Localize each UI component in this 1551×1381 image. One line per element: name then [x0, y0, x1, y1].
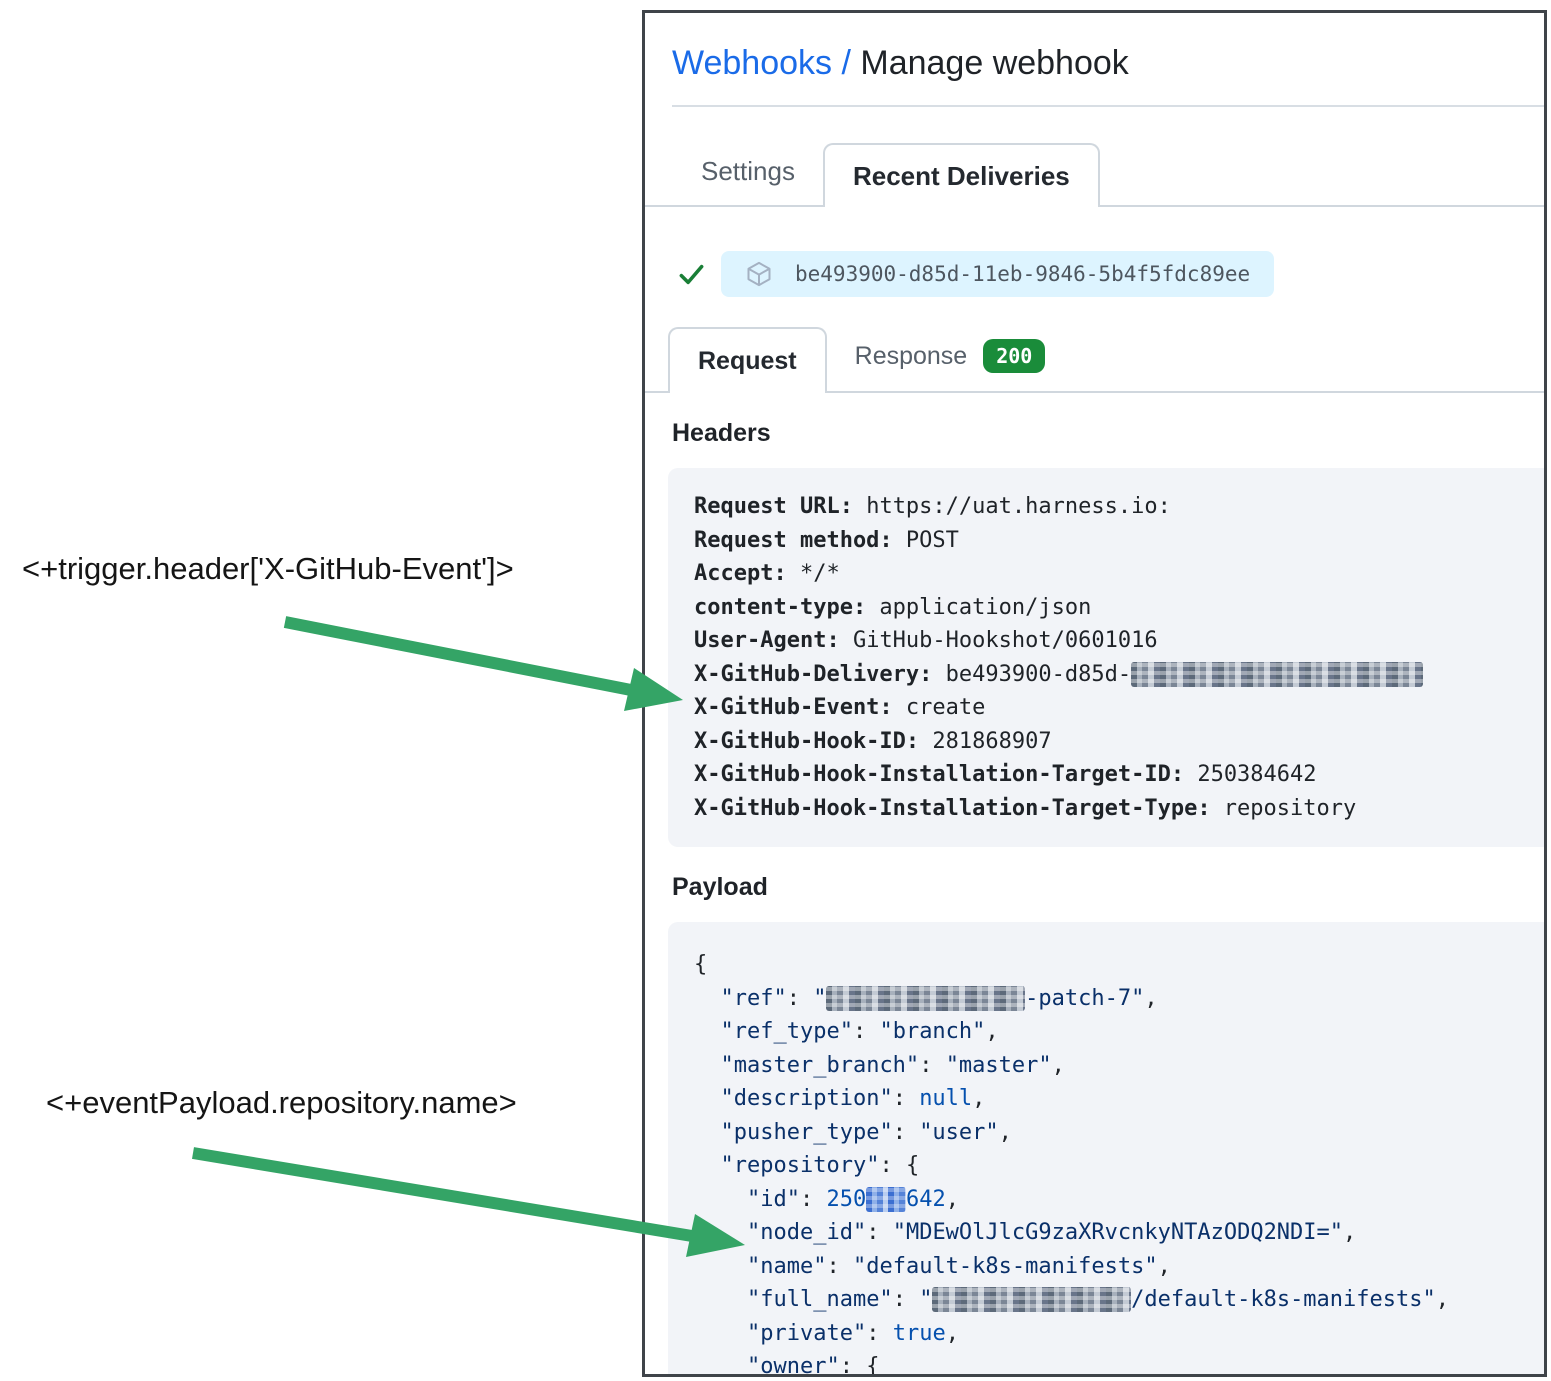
code-line: Accept: */* — [694, 561, 840, 586]
tab-response[interactable]: Response 200 — [827, 321, 1074, 391]
code-line: { — [694, 952, 708, 977]
headers-section-title: Headers — [672, 419, 771, 447]
payload-section-title: Payload — [672, 873, 768, 901]
package-icon — [747, 261, 771, 287]
code-line: "ref": " -patch-7", — [720, 985, 1158, 1011]
request-response-tabnav: Request Response 200 — [645, 325, 1544, 393]
delivery-row: be493900-d85d-11eb-9846-5b4f5fdc89ee — [678, 251, 1544, 297]
tab-recent-deliveries[interactable]: Recent Deliveries — [822, 143, 1100, 207]
code-line: content-type: application/json — [694, 594, 1092, 620]
payload-code-block: { "ref": " -patch-7", "ref_type": "branc… — [668, 922, 1544, 1377]
delivery-guid-pill[interactable]: be493900-d85d-11eb-9846-5b4f5fdc89ee — [721, 251, 1275, 297]
page-title: Webhooks / Manage webhook — [672, 43, 1544, 83]
headers-code-block: Request URL: https://uat.harness.io: Requ… — [668, 468, 1544, 847]
page-title-current: Manage webhook — [860, 44, 1129, 82]
code-line: X-GitHub-Hook-Installation-Target-Type: … — [694, 795, 1357, 821]
code-line: "repository": { — [720, 1153, 920, 1178]
tab-settings[interactable]: Settings — [701, 156, 795, 186]
response-status-badge: 200 — [983, 339, 1046, 373]
title-divider — [672, 105, 1544, 107]
webhook-panel: Webhooks / Manage webhook Settings Recen… — [642, 10, 1547, 1377]
code-line: "full_name": " /default-k8s-manifests", — [746, 1287, 1450, 1312]
code-line: "name": "default-k8s-manifests", — [746, 1253, 1171, 1279]
code-line: Request URL: https://uat.harness.io: — [694, 494, 1171, 519]
arrow-to-github-event-icon — [283, 616, 683, 711]
code-line: "pusher_type": "user", — [720, 1119, 1012, 1145]
delivery-success-check-icon — [679, 264, 704, 284]
code-line: "ref_type": "branch", — [720, 1019, 999, 1044]
code-line: "private": true, — [746, 1320, 959, 1346]
code-line: X-GitHub-Hook-ID: 281868907 — [694, 728, 1052, 754]
code-line: "id": 250 642, — [746, 1186, 959, 1212]
code-line: X-GitHub-Hook-Installation-Target-ID: 25… — [694, 762, 1317, 787]
webhook-tabnav: Settings Recent Deliveries — [645, 141, 1544, 207]
code-line: "master_branch": "master", — [720, 1052, 1065, 1078]
code-line: X-GitHub-Event: create — [694, 695, 986, 720]
code-line: "owner": { — [746, 1354, 880, 1377]
code-line: X-GitHub-Delivery: be493900-d85d-11eb-98… — [694, 658, 1534, 692]
tab-request[interactable]: Request — [668, 327, 827, 393]
code-line: "description": null, — [720, 1086, 986, 1111]
tab-response-label: Response — [854, 341, 968, 370]
code-line: Request method: POST — [694, 527, 959, 553]
code-line: "node_id": "MDEwOlJlcG9zaXRvcnkyNTAzODQ2… — [746, 1220, 1357, 1245]
delivery-guid: be493900-d85d-11eb-9846-5b4f5fdc89ee — [795, 262, 1251, 286]
breadcrumb-webhooks-link[interactable]: Webhooks / — [672, 44, 851, 82]
trigger-header-expression-label: <+trigger.header['X-GitHub-Event']> — [22, 551, 514, 586]
code-line: User-Agent: GitHub-Hookshot/0601016 — [694, 628, 1158, 653]
event-payload-expression-label: <+eventPayload.repository.name> — [46, 1085, 517, 1120]
